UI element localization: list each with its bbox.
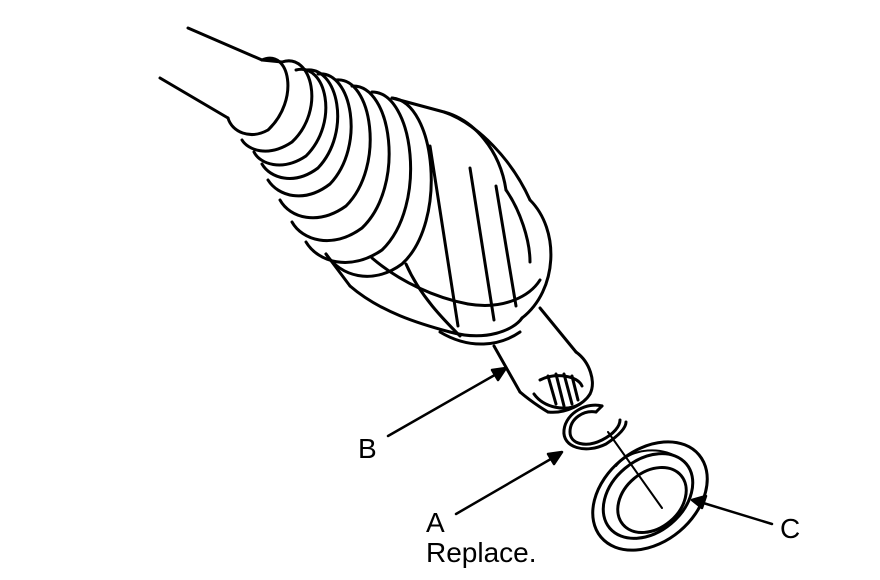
leader-b	[386, 370, 502, 438]
arrow-a-icon	[546, 450, 564, 466]
callout-b-label: B	[358, 433, 377, 464]
cv-housing	[348, 110, 553, 346]
seal-cup	[591, 440, 709, 552]
callout-a-label: A	[426, 507, 445, 538]
stub-shaft	[492, 306, 594, 414]
callout-c-label: C	[780, 513, 800, 544]
center-axis	[607, 431, 663, 509]
shaft	[158, 26, 264, 120]
arrow-c-icon	[690, 494, 708, 510]
cv-boot	[226, 56, 508, 288]
leaders	[386, 366, 774, 526]
callout-a-note: Replace.	[426, 537, 537, 568]
circlip	[562, 403, 628, 451]
leader-a	[454, 454, 558, 516]
arrow-b-icon	[490, 366, 508, 382]
leader-c	[698, 500, 774, 526]
